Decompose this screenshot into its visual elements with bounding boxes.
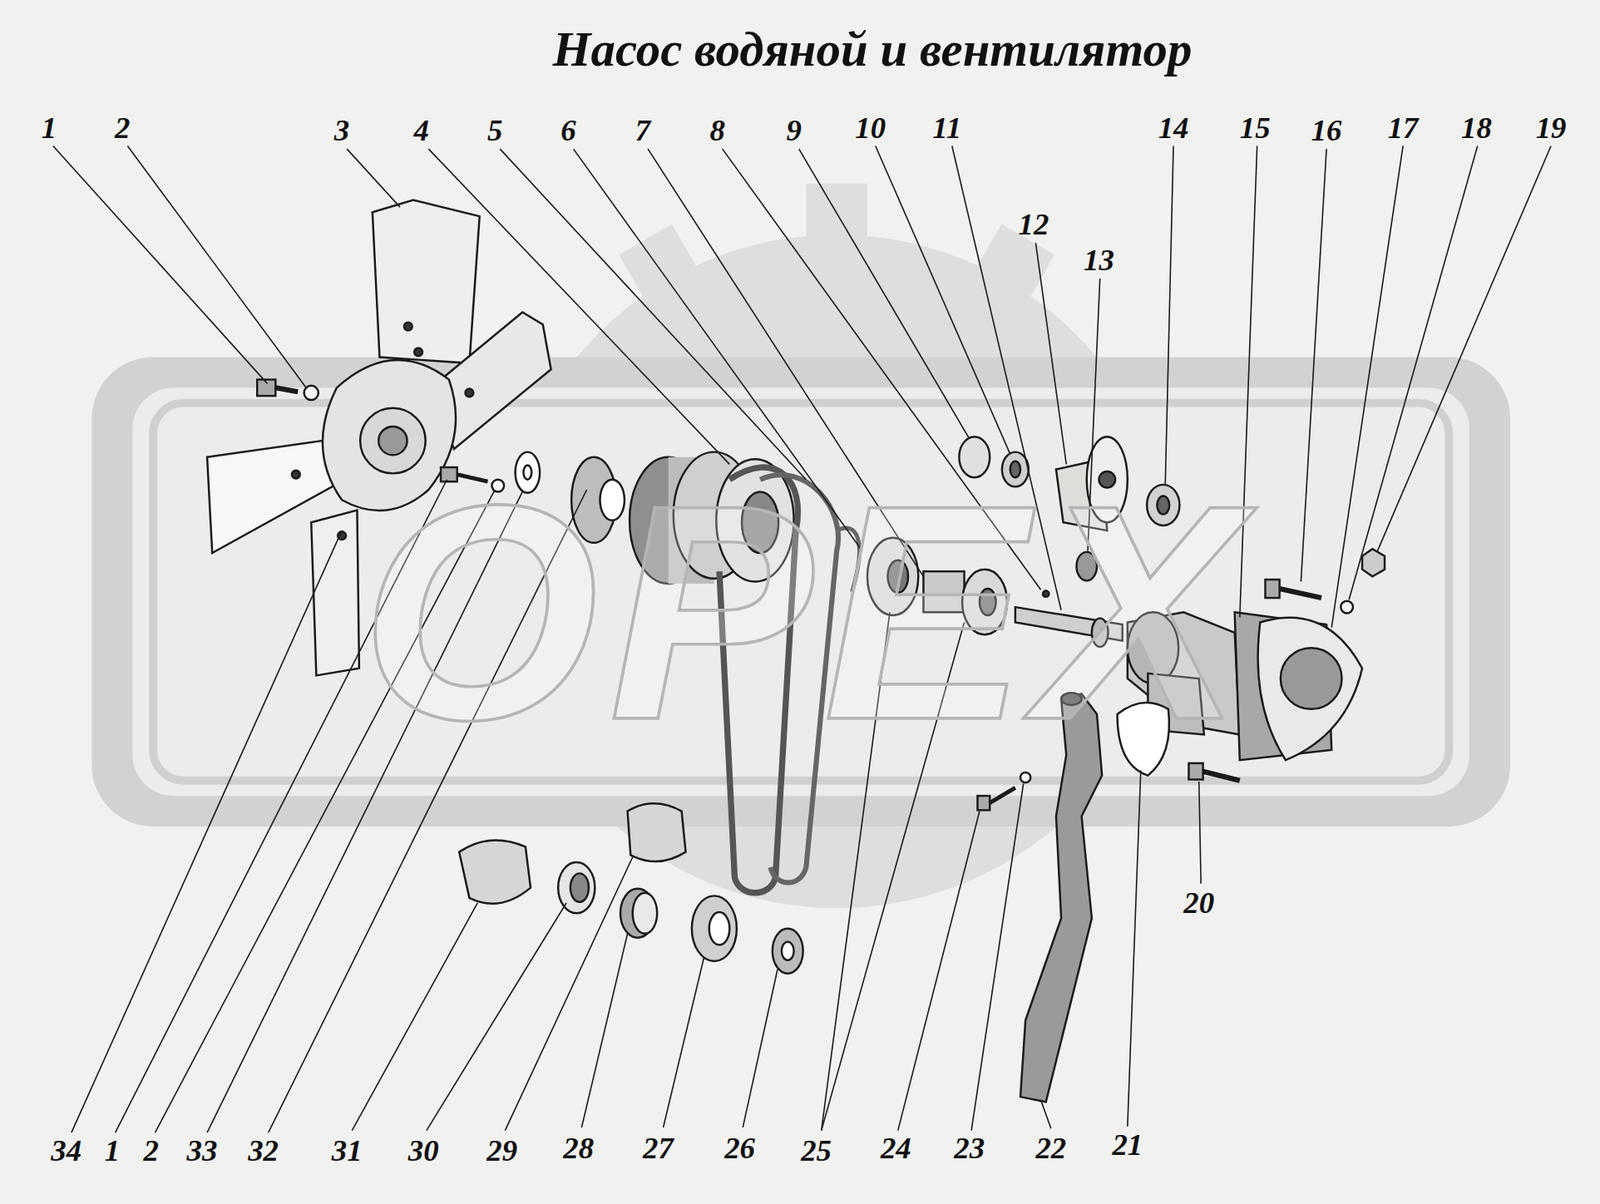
leader-lines <box>53 145 1551 1133</box>
callout-number: 24 <box>880 1132 912 1164</box>
callout-number: 21 <box>1111 1129 1143 1161</box>
callout-number: 1 <box>41 112 57 144</box>
watermark: OPEX <box>360 459 1252 766</box>
callout-number: 1 <box>104 1135 120 1167</box>
callout-number: 10 <box>854 112 886 144</box>
watermark-logo <box>91 183 1511 909</box>
callout-number: 18 <box>1461 112 1492 144</box>
callout-number: 3 <box>334 115 350 147</box>
callout-number: 34 <box>50 1135 82 1167</box>
parts <box>207 200 1385 1103</box>
callout-number: 11 <box>932 112 962 144</box>
callout-number: 33 <box>187 1135 218 1167</box>
callout-number: 7 <box>635 115 651 147</box>
callout-number: 16 <box>1311 115 1343 147</box>
callout-number: 30 <box>408 1135 440 1167</box>
callout-number: 23 <box>953 1132 985 1164</box>
callout-number: 28 <box>562 1132 594 1164</box>
callout-number: 15 <box>1239 112 1271 144</box>
callout-number: 17 <box>1387 112 1419 144</box>
callout-number: 26 <box>724 1132 756 1164</box>
callout-number: 27 <box>642 1132 674 1164</box>
callout-number: 31 <box>331 1135 363 1167</box>
callout-number: 22 <box>1035 1132 1067 1164</box>
callout-number: 4 <box>414 115 430 147</box>
callout-number: 9 <box>785 115 801 147</box>
callout-number: 2 <box>114 112 130 144</box>
callout-number: 6 <box>560 115 576 147</box>
callout-number: 25 <box>800 1135 832 1167</box>
callout-number: 13 <box>1083 245 1115 277</box>
callout-number: 14 <box>1158 112 1190 144</box>
callout-number: 29 <box>486 1135 518 1167</box>
callout-number: 20 <box>1183 888 1215 919</box>
callout-number: 8 <box>709 115 725 147</box>
callout-number: 2 <box>143 1135 159 1167</box>
diagram-title: Насос водяной и вентилятор <box>553 24 1193 74</box>
callout-number: 12 <box>1018 209 1050 241</box>
callout-number: 19 <box>1535 112 1567 144</box>
callout-number: 5 <box>487 115 503 147</box>
callout-number: 32 <box>247 1135 279 1167</box>
